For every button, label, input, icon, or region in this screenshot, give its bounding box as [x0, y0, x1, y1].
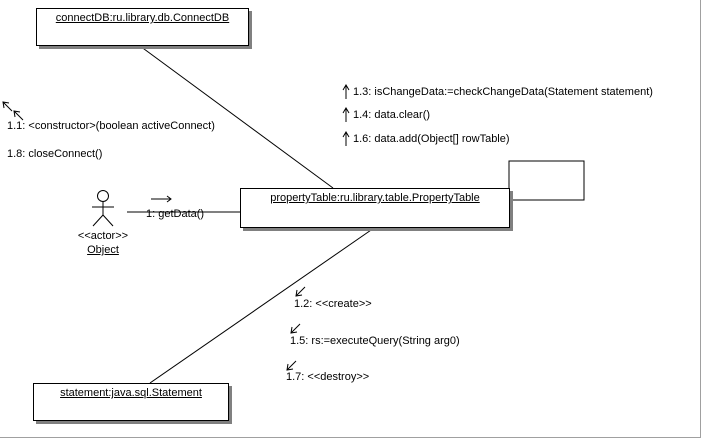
message-arrow-checkchangedata-up-icon: [342, 84, 350, 99]
message-dataclear[interactable]: 1.4: data.clear(): [353, 109, 431, 121]
message-arrow-constructor-upleft-icon: [2, 101, 13, 112]
message-arrow-destroy-downleft-icon: [286, 360, 297, 371]
message-arrow-closeconnect-upleft-icon: [13, 110, 24, 121]
object-propertytable-label: propertyTable:ru.library.table.PropertyT…: [270, 192, 480, 204]
actor-stereotype: <<actor>>: [77, 230, 129, 242]
message-closeconnect[interactable]: 1.8: closeConnect(): [7, 148, 103, 160]
actor-name[interactable]: Object: [87, 244, 119, 256]
link-propertytable-statement[interactable]: [149, 227, 375, 384]
message-dataadd[interactable]: 1.6: data.add(Object[] rowTable): [353, 133, 510, 145]
object-propertytable[interactable]: propertyTable:ru.library.table.PropertyT…: [240, 188, 510, 228]
object-statement-label: statement:java.sql.Statement: [60, 387, 202, 399]
actor-head: [97, 190, 109, 202]
actor-figure[interactable]: [92, 190, 114, 227]
object-connectdb[interactable]: connectDB:ru.library.db.ConnectDB: [36, 8, 249, 46]
message-create[interactable]: 1.2: <<create>>: [294, 298, 372, 310]
message-executequery[interactable]: 1.5: rs:=executeQuery(String arg0): [290, 335, 460, 347]
message-arrow-dataadd-up-icon: [342, 131, 350, 146]
self-message-loop[interactable]: [508, 160, 585, 201]
message-constructor[interactable]: 1.1: <constructor>(boolean activeConnect…: [7, 120, 215, 132]
message-getdata[interactable]: 1: getData(): [146, 208, 205, 220]
actor-right-leg: [102, 214, 114, 227]
link-connectdb-propertytable[interactable]: [139, 45, 334, 189]
message-destroy[interactable]: 1.7: <<destroy>>: [286, 371, 370, 383]
object-connectdb-label: connectDB:ru.library.db.ConnectDB: [55, 12, 230, 24]
actor-left-leg: [92, 214, 104, 227]
message-arrow-executequery-downleft-icon: [290, 323, 301, 334]
message-arrow-dataclear-up-icon: [342, 107, 350, 122]
object-statement[interactable]: statement:java.sql.Statement: [33, 383, 229, 421]
message-checkchangedata[interactable]: 1.3: isChangeData:=checkChangeData(State…: [353, 86, 653, 98]
message-arrow-getdata-right-icon: [151, 195, 172, 203]
message-arrow-create-downleft-icon: [295, 286, 306, 297]
